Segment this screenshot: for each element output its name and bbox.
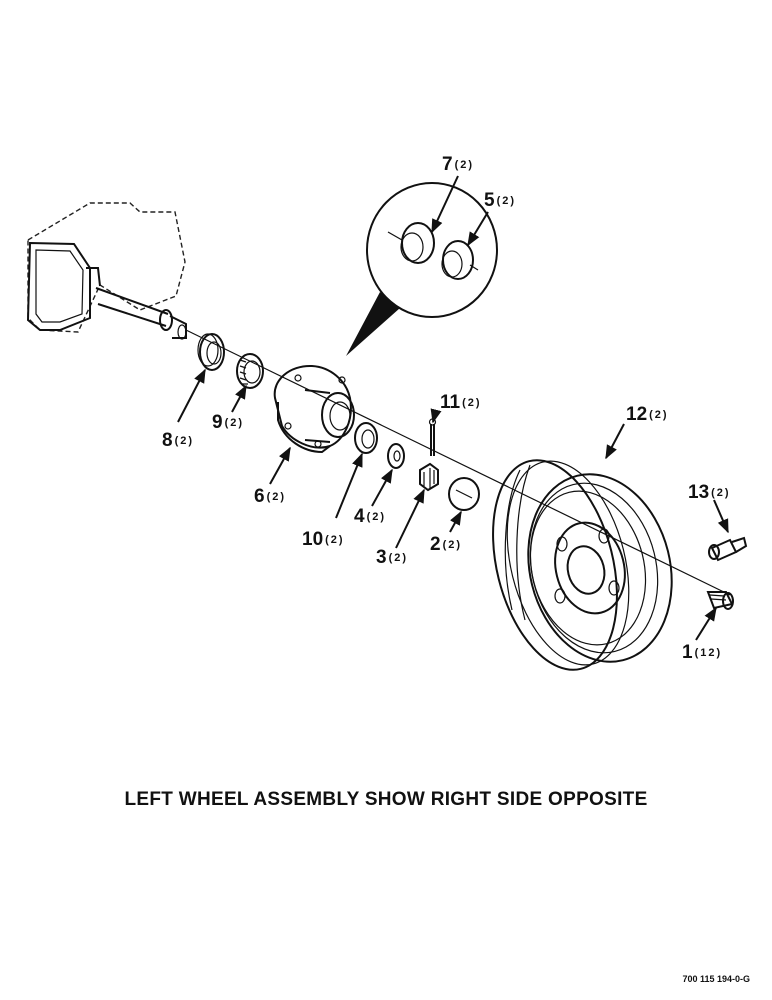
bearing-part-10 — [354, 422, 378, 454]
callout-12: 12(2) — [626, 404, 669, 425]
valve-stem-part-13 — [708, 536, 748, 562]
nut-part-3 — [419, 462, 439, 492]
callout-10: 10(2) — [302, 529, 345, 550]
callout-4: 4(2) — [354, 506, 386, 527]
callout-labels: 7(2) 5(2) 11(2) 12(2) 8(2) 9(2) 6(2) 10(… — [162, 154, 731, 663]
callout-9: 9(2) — [212, 412, 244, 433]
washer-part-4 — [387, 443, 405, 469]
hub-part-6 — [273, 364, 355, 454]
detail-bubble — [346, 182, 498, 356]
callout-5: 5(2) — [484, 190, 516, 211]
assembly-centerline — [185, 329, 731, 596]
callout-11: 11(2) — [440, 392, 482, 413]
seal-part-8 — [197, 333, 225, 371]
leader-arrows — [177, 175, 729, 641]
wheel-rim-part-12 — [492, 459, 673, 671]
callout-2: 2(2) — [430, 534, 462, 555]
axle-spindle — [26, 202, 187, 340]
callout-3: 3(2) — [376, 547, 408, 568]
figure-number: 700 115 194-0-G — [682, 974, 750, 984]
dust-cap-part-2 — [448, 477, 480, 511]
bearing-cup-part-7 — [387, 222, 435, 264]
bearing-part-9 — [236, 353, 264, 389]
wheel-bolt-part-1 — [706, 591, 734, 610]
callout-8: 8(2) — [162, 430, 194, 451]
callout-6: 6(2) — [254, 486, 286, 507]
diagram-caption: LEFT WHEEL ASSEMBLY SHOW RIGHT SIDE OPPO… — [124, 789, 648, 810]
callout-1: 1(12) — [682, 642, 722, 663]
bearing-cup-part-5 — [441, 240, 479, 280]
callout-13: 13(2) — [688, 482, 731, 503]
callout-7: 7(2) — [442, 154, 474, 175]
